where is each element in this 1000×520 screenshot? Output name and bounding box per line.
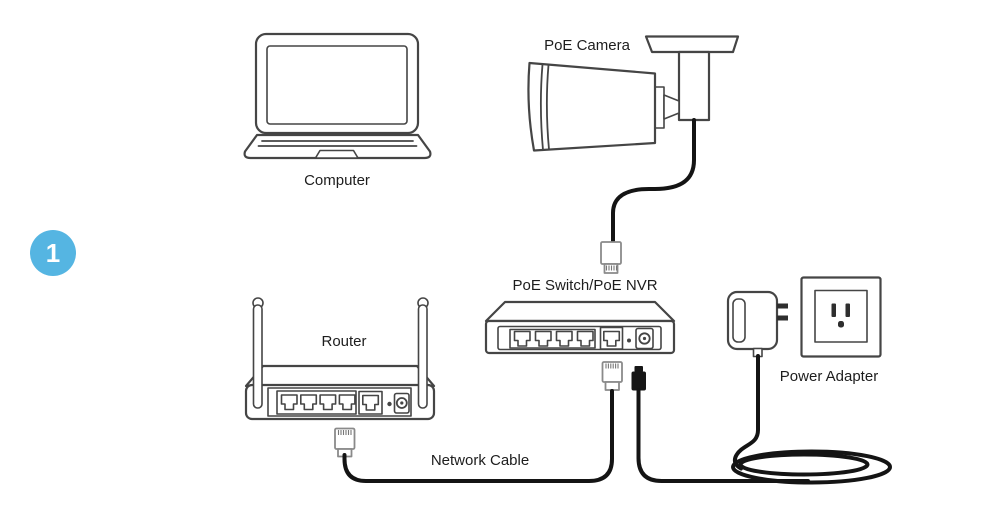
rj45-connector-network bbox=[601, 361, 623, 391]
power-adapter-label: Power Adapter bbox=[779, 368, 879, 385]
poe-switch-label: PoE Switch/PoE NVR bbox=[512, 277, 658, 294]
router-label: Router bbox=[321, 333, 367, 350]
network-cable-label: Network Cable bbox=[430, 452, 530, 469]
router-icon bbox=[244, 297, 614, 483]
step-number-badge: 1 bbox=[30, 230, 76, 276]
outlet-slot bbox=[845, 303, 850, 317]
led-dot bbox=[627, 338, 631, 343]
dc-power-jack bbox=[393, 392, 410, 414]
rj45-connector-router bbox=[334, 427, 356, 458]
antenna-left bbox=[252, 297, 264, 409]
plug-prong bbox=[777, 303, 788, 309]
network-cable bbox=[342, 389, 614, 483]
dc-power-jack bbox=[635, 327, 654, 350]
outlet-slot bbox=[831, 303, 836, 317]
cable-coil bbox=[731, 449, 892, 485]
power-adapter-icon bbox=[636, 290, 892, 485]
wall-outlet-icon bbox=[800, 276, 882, 358]
computer-icon bbox=[243, 32, 432, 160]
plug-prong bbox=[777, 315, 788, 321]
dc-plug bbox=[631, 366, 646, 391]
antenna-right bbox=[417, 297, 429, 409]
computer-label: Computer bbox=[304, 172, 370, 189]
poe-camera-icon bbox=[527, 35, 740, 274]
rj45-connector-camera bbox=[600, 241, 622, 274]
outlet-ground-hole bbox=[838, 321, 844, 328]
led-dot bbox=[387, 401, 392, 407]
poe-camera-label: PoE Camera bbox=[544, 37, 630, 54]
poe-switch-icon bbox=[484, 300, 676, 391]
